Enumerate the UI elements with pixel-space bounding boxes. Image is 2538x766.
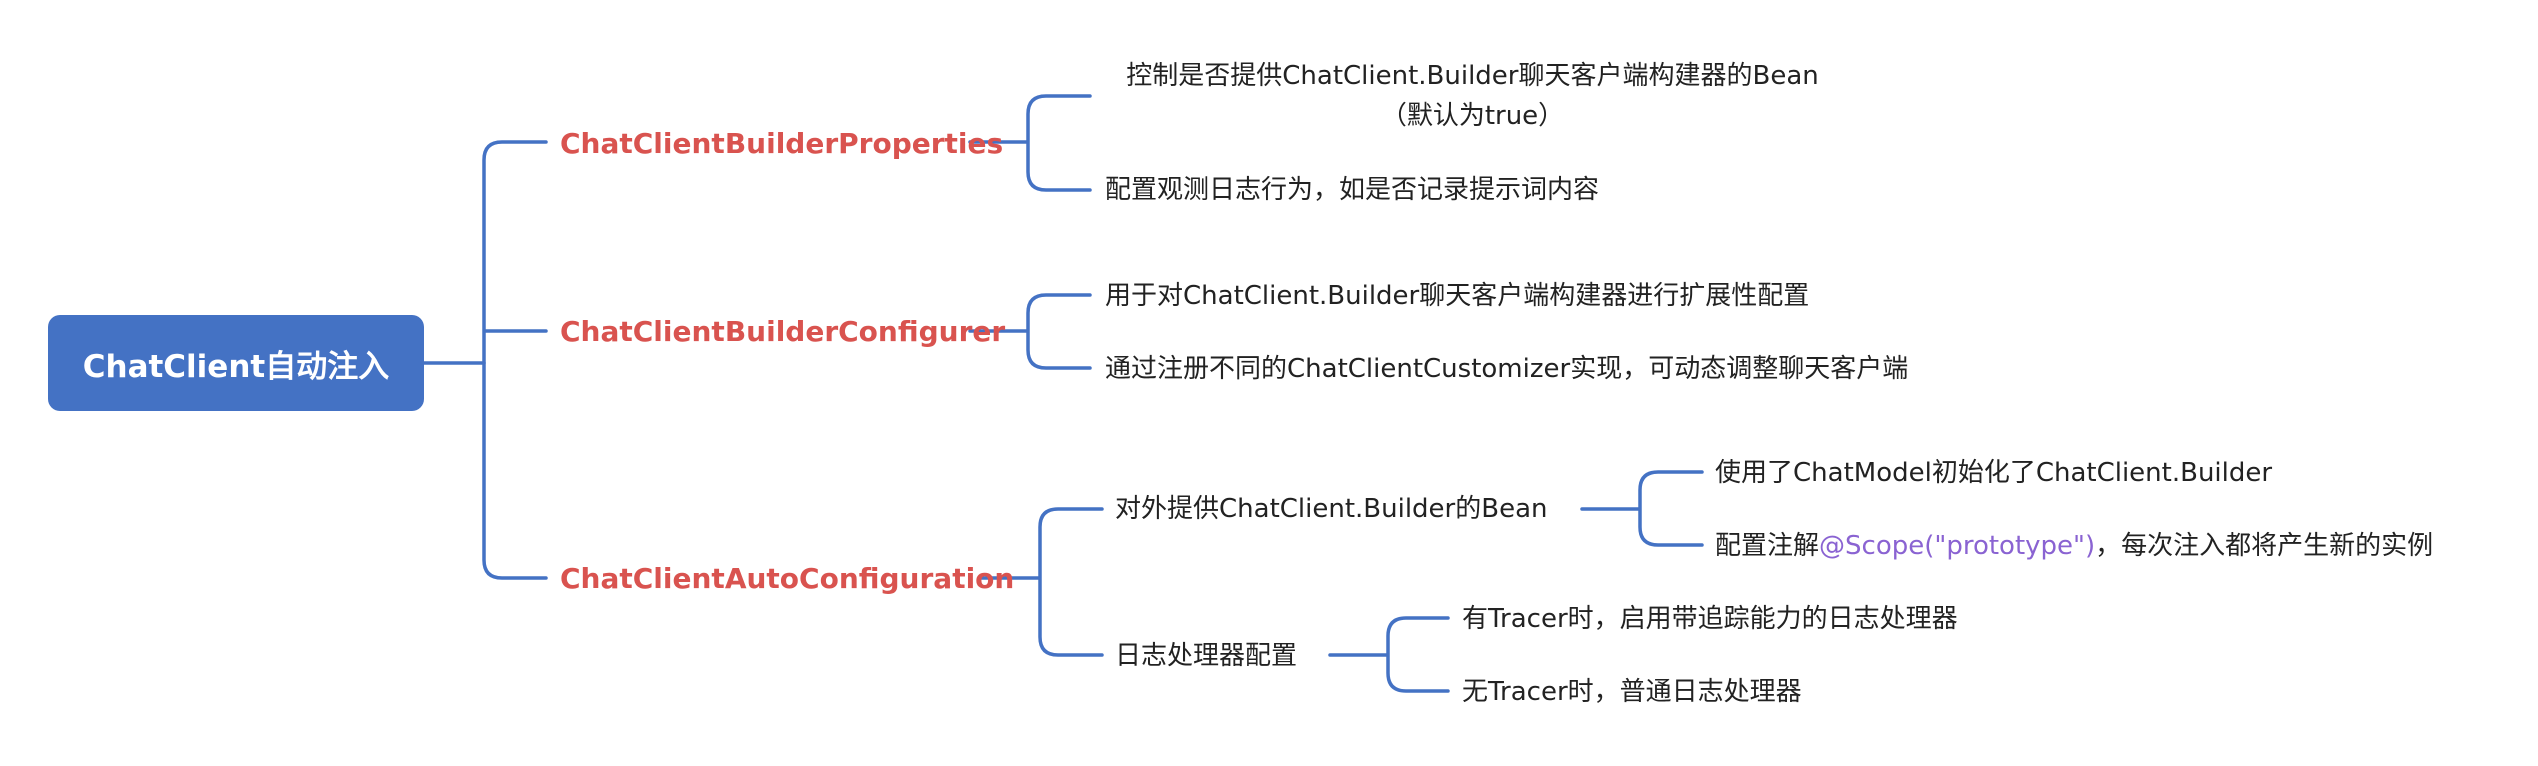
- connector-spine-level1: [482, 140, 548, 580]
- node-log-handler-config[interactable]: 日志处理器配置: [1115, 641, 1298, 671]
- leaf-tracer-enabled[interactable]: 有Tracer时，启用带追踪能力的日志处理器: [1462, 604, 1958, 634]
- connector-branch1: [968, 94, 1092, 192]
- branch-chatclientbuilderconfigurer[interactable]: ChatClientBuilderConfigurer: [560, 315, 1006, 348]
- connector-branch3-1: [1580, 470, 1704, 547]
- scope-suffix: ，每次注入都将产生新的实例: [2095, 531, 2434, 561]
- scope-annotation: @Scope("prototype"): [1819, 531, 2096, 561]
- leaf-tracer-absent[interactable]: 无Tracer时，普通日志处理器: [1462, 677, 1802, 707]
- leaf-customizer-dynamic[interactable]: 通过注册不同的ChatClientCustomizer实现，可动态调整聊天客户端: [1105, 354, 1909, 384]
- leaf-observation-log[interactable]: 配置观测日志行为，如是否记录提示词内容: [1105, 175, 1600, 205]
- connector-branch3-2: [1328, 616, 1450, 693]
- leaf-builder-bean-control[interactable]: 控制是否提供ChatClient.Builder聊天客户端构建器的Bean （默…: [1105, 56, 1840, 136]
- scope-prefix: 配置注解: [1715, 531, 1820, 561]
- node-builder-bean[interactable]: 对外提供ChatClient.Builder的Bean: [1115, 494, 1548, 524]
- leaf-builder-extension-config[interactable]: 用于对ChatClient.Builder聊天客户端构建器进行扩展性配置: [1105, 281, 1810, 311]
- connector-branch3: [980, 507, 1104, 657]
- connector-branch2: [968, 293, 1092, 370]
- leaf-chatmodel-init[interactable]: 使用了ChatModel初始化了ChatClient.Builder: [1715, 458, 2273, 488]
- leaf-scope-prototype[interactable]: 配置注解@Scope("prototype")，每次注入都将产生新的实例: [1715, 526, 2433, 566]
- root-node[interactable]: ChatClient自动注入: [48, 315, 424, 411]
- leaf-line-2: （默认为true）: [1380, 101, 1565, 131]
- leaf-line-1: 控制是否提供ChatClient.Builder聊天客户端构建器的Bean: [1126, 61, 1819, 91]
- branch-chatclientautoconfiguration[interactable]: ChatClientAutoConfiguration: [560, 562, 1015, 595]
- branch-chatclientbuilderproperties[interactable]: ChatClientBuilderProperties: [560, 127, 1004, 160]
